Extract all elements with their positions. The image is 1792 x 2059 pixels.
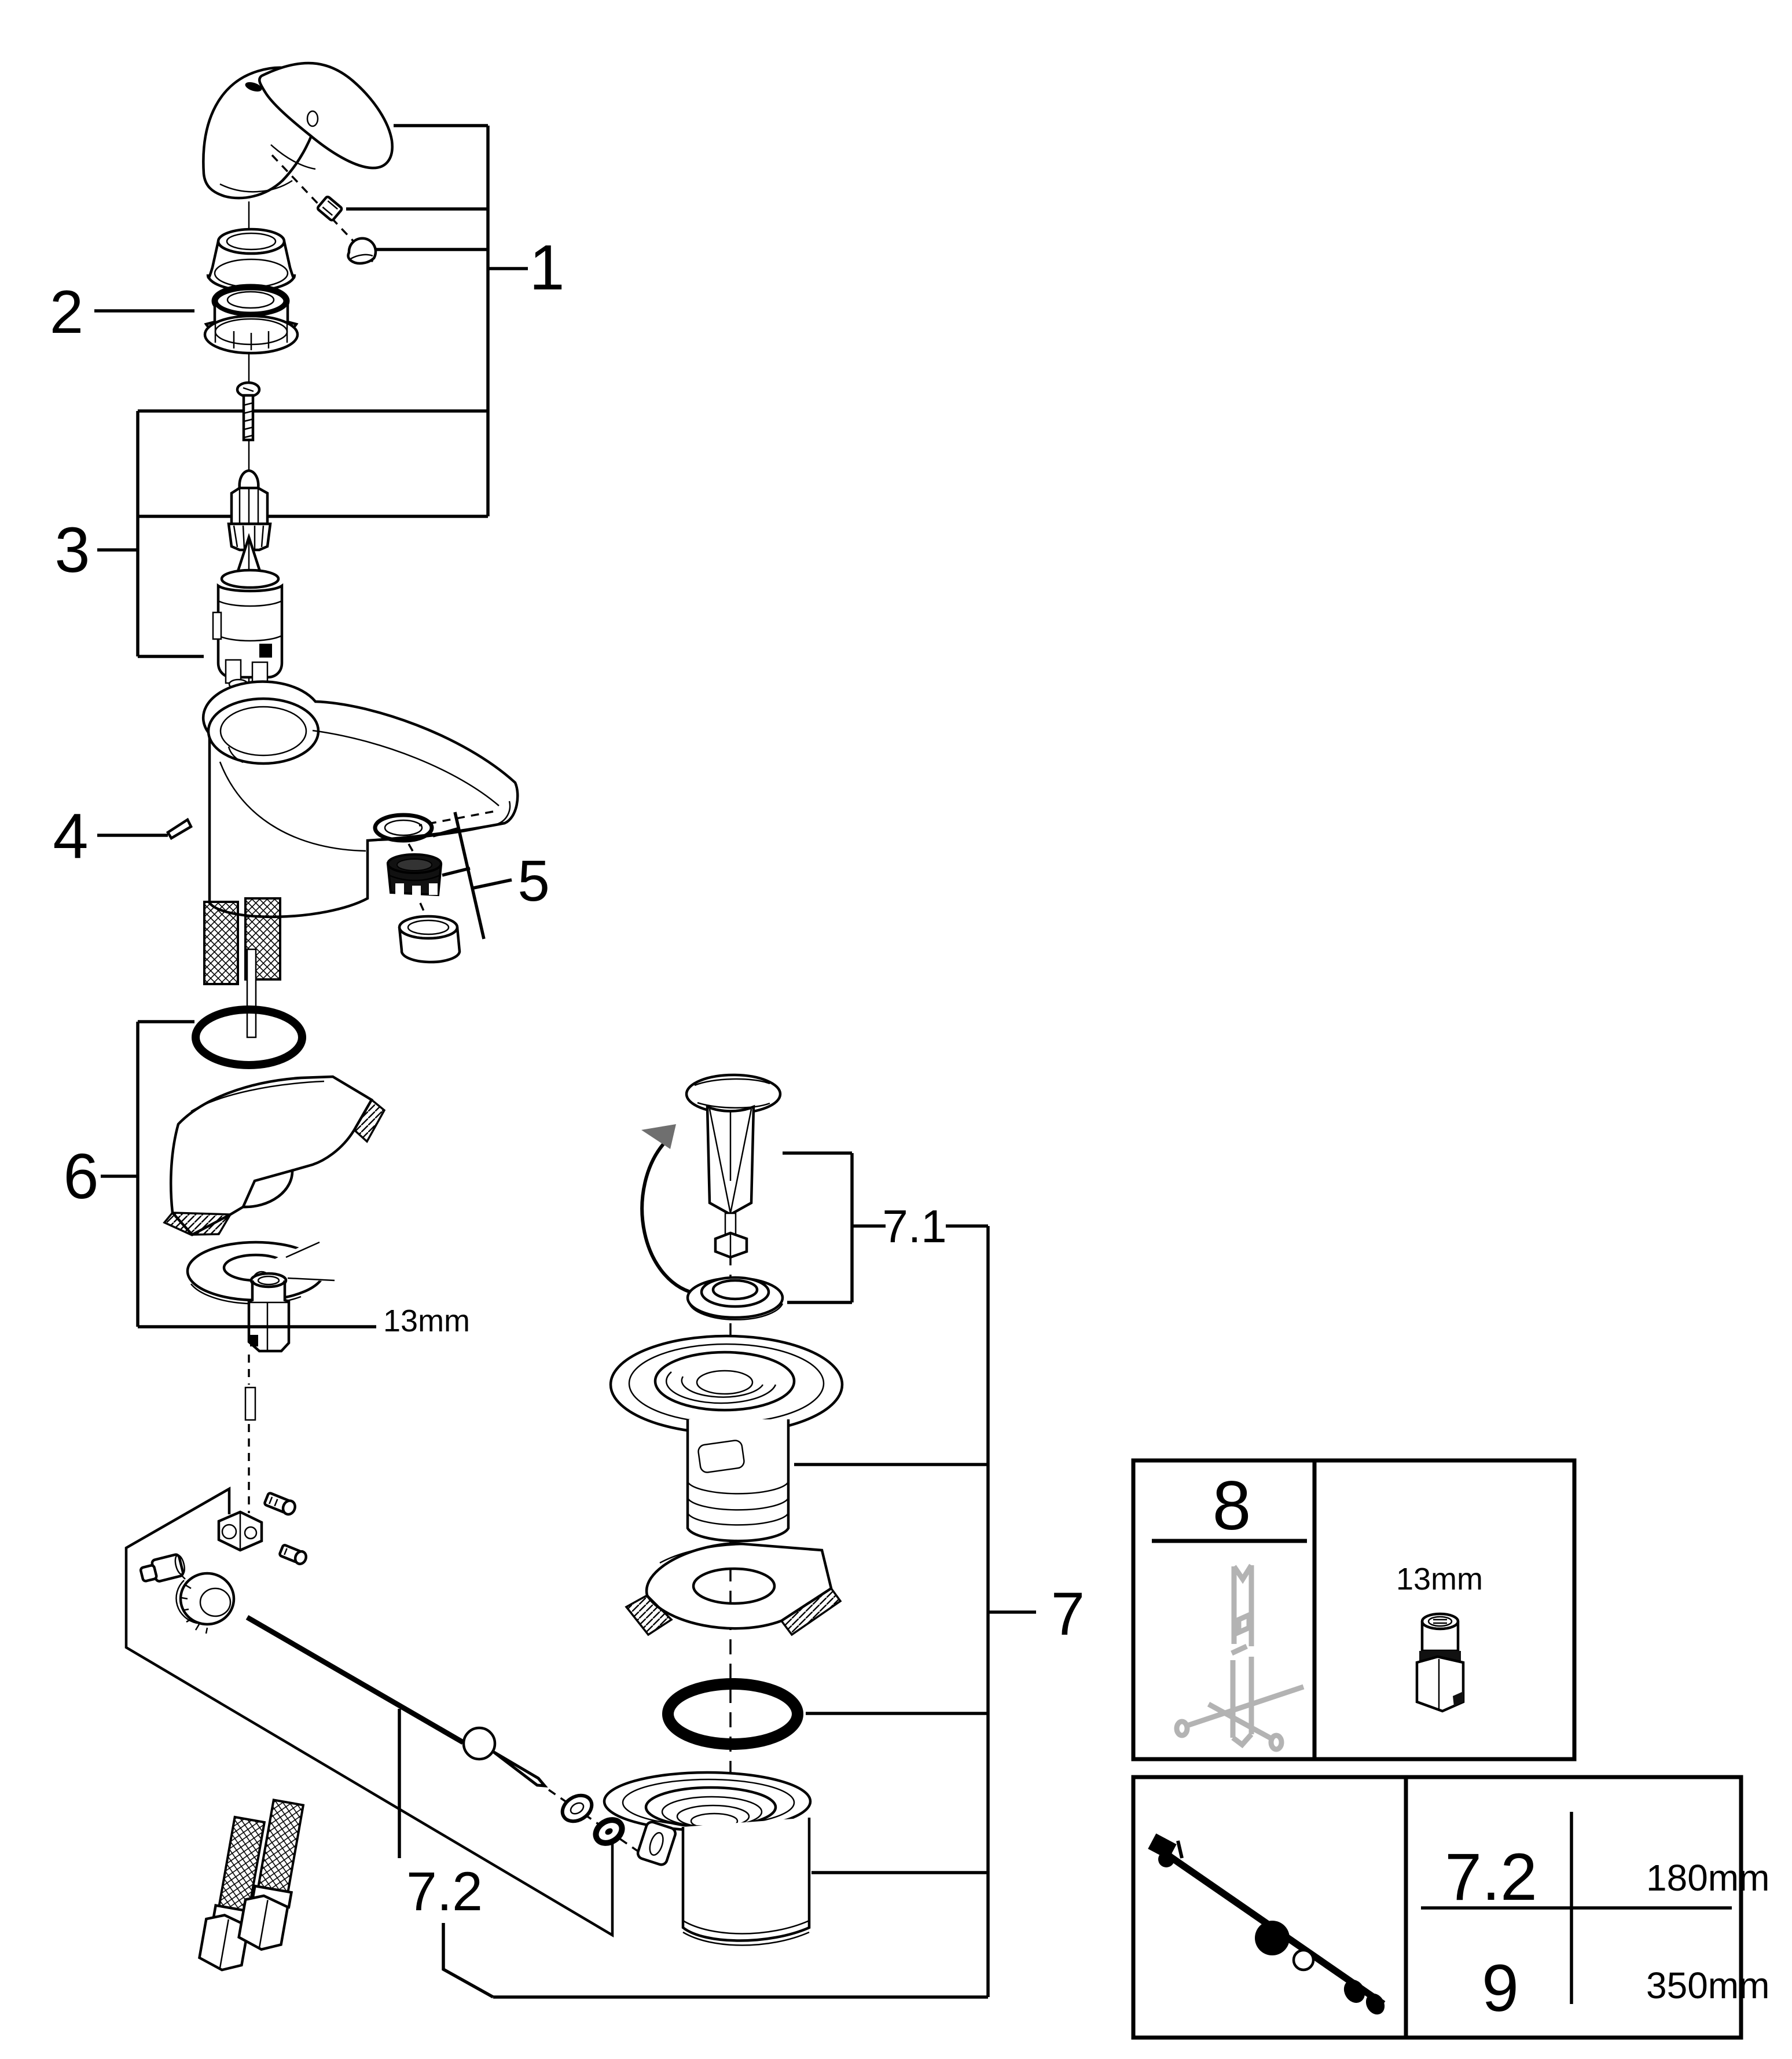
pivot-frame (124, 1487, 614, 1937)
label-2: 2 (50, 278, 83, 346)
aerator-insert (386, 853, 443, 897)
body-pin (166, 817, 193, 841)
rotation-arrow (640, 1124, 699, 1295)
rod-socket (139, 1553, 185, 1583)
hose-end-fittings (198, 1799, 305, 1972)
plug-seal-washer (686, 1276, 784, 1321)
rod-thumbnail (1148, 1833, 1386, 2015)
callout-4: 4 (53, 801, 168, 872)
pivot-screw-1 (263, 1492, 296, 1516)
lever-handle (202, 61, 394, 200)
label-7-2: 7.2 (406, 1861, 483, 1922)
cartridge (212, 533, 284, 691)
popup-rod (245, 1615, 640, 1854)
drain-o-ring (662, 1678, 803, 1750)
aerator-housing (398, 915, 461, 964)
waste-stack: 7.1 (493, 1073, 1085, 1999)
bracket-1: 1 (346, 124, 565, 516)
label-1: 1 (529, 232, 564, 303)
bracket-3: 3 (54, 409, 488, 658)
tool-box-8: 8 13mm (1131, 1458, 1577, 1761)
label-6: 6 (63, 1141, 98, 1212)
label-3: 3 (54, 515, 90, 586)
ring-nut-part2 (203, 284, 299, 355)
pivot-screw-2 (278, 1544, 307, 1565)
supply-hoses (203, 897, 281, 1038)
side-port (636, 1821, 677, 1866)
callout-2: 2 (50, 278, 194, 346)
base-o-ring (192, 1005, 306, 1069)
mounting-nut (247, 1272, 291, 1353)
service-tool-gray (1174, 1563, 1305, 1752)
pivot-cube (217, 1510, 263, 1552)
label-13mm: 13mm (383, 1304, 470, 1338)
escutcheon-ring (206, 227, 296, 292)
stabilizer-wedge (163, 1075, 386, 1236)
bracket-6: 6 13mm (63, 1020, 470, 1338)
bracket-7: 7 (493, 1226, 1085, 1999)
waste-flange (609, 1334, 844, 1543)
label-4: 4 (53, 801, 88, 872)
length-table-box: 7.2 180mm 9 350mm (1131, 1775, 1769, 2040)
label-7: 7 (1051, 1580, 1085, 1648)
socket-size-label: 13mm (1396, 1562, 1483, 1596)
tool-number: 8 (1213, 1467, 1251, 1544)
drain-lower-housing (603, 1771, 812, 1946)
table-len-2: 350mm (1646, 1965, 1769, 2006)
table-len-1: 180mm (1646, 1857, 1769, 1899)
drain-wedge-gasket (625, 1542, 842, 1636)
socket-adapter (1415, 1612, 1465, 1713)
bracket-7-1: 7.1 (783, 1151, 988, 1304)
label-5: 5 (517, 849, 550, 913)
popup-plug (685, 1073, 782, 1259)
callout-7-2-left: 7.2 (398, 1709, 494, 1999)
table-ref-2: 9 (1482, 1951, 1519, 2025)
label-7-1: 7.1 (882, 1201, 946, 1252)
handle-screw-and-cap (271, 154, 377, 265)
mounting-set: 6 13mm (63, 1005, 470, 1353)
popup-rod-group: 7.2 (124, 1355, 640, 1999)
knurled-nut (175, 1572, 236, 1634)
table-ref-1: 7.2 (1445, 1840, 1537, 1914)
faucet-body (166, 680, 519, 919)
fixing-screw (236, 381, 261, 442)
bracket-5: 5 (432, 812, 550, 939)
aerator-group: 5 (373, 810, 550, 964)
